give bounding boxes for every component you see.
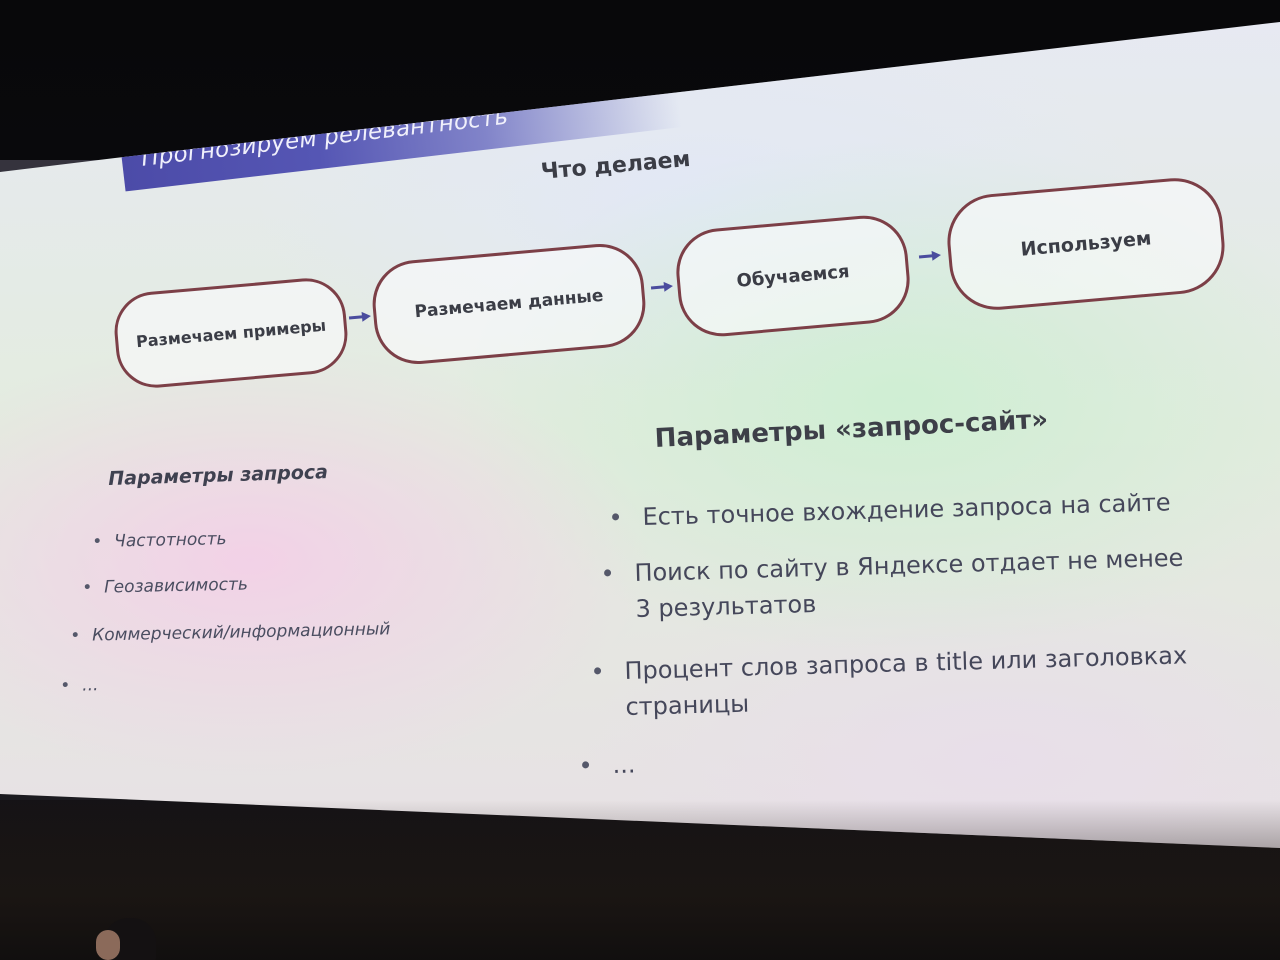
list-item-text: ... (612, 750, 636, 780)
list-item: •Поиск по сайту в Яндексе отдает не мене… (600, 540, 1185, 628)
list-item-text: Геозависимость (103, 574, 249, 598)
list-item: • Есть точное вхождение запроса на сайте (608, 484, 1171, 536)
list-item: •... (578, 746, 636, 784)
bullet-icon: • (82, 577, 93, 598)
bullet-icon: • (60, 675, 71, 696)
arrow-right-icon (348, 310, 373, 324)
audience-person-face (96, 930, 120, 960)
conference-logo: R Too (1140, 0, 1226, 23)
list-item-text: Частотность (113, 529, 227, 552)
list-item: • Геозависимость (82, 575, 248, 598)
list-item: • Частотность (92, 529, 227, 552)
query-params-title: Параметры запроса (108, 461, 329, 490)
flow-step-label-data: Размечаем данные (368, 240, 650, 368)
arrow-right-icon (650, 280, 675, 294)
flow-step-using: Используем (943, 174, 1229, 314)
arrow-right-icon (918, 249, 943, 263)
list-item: •... (60, 675, 99, 696)
flow-heading: Что делаем (540, 146, 692, 185)
bullet-icon: • (92, 531, 103, 552)
bullet-icon: • (578, 751, 594, 780)
list-item-text: Есть точное вхождение запроса на сайте (642, 488, 1171, 532)
flow-step-training: Обучаемся (672, 212, 914, 340)
bullet-icon: • (608, 503, 624, 532)
list-item: • Коммерческий/информационный (70, 619, 391, 646)
list-item-text: Коммерческий/информационный (91, 619, 391, 646)
list-item-text: ... (81, 675, 99, 696)
list-item: •Процент слов запроса в title или заголо… (590, 637, 1189, 726)
bullet-icon: • (600, 559, 616, 588)
bullet-icon: • (70, 625, 81, 646)
audience-area (0, 800, 1280, 960)
bullet-icon: • (590, 657, 606, 686)
flow-step-label-examples: Размечаем примеры (111, 275, 351, 391)
query-site-params-title: Параметры «запрос-сайт» (654, 404, 1049, 454)
